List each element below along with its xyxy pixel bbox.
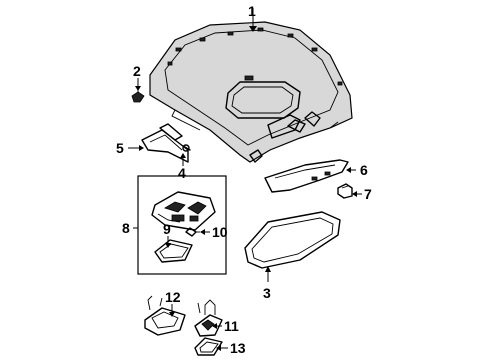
callout-9: 9	[163, 221, 171, 237]
lamp-assembly-box	[137, 175, 227, 275]
vanity-lens-part	[194, 337, 223, 356]
callout-8: 8	[122, 220, 130, 236]
callout-1: 1	[248, 3, 256, 19]
callout-7: 7	[364, 186, 372, 202]
vanity-lamp-housing-part	[144, 295, 186, 336]
visor-holder-part	[337, 183, 353, 199]
sun-visor-part	[264, 159, 349, 193]
bracket-part	[141, 123, 191, 163]
vanity-lamp-part	[194, 299, 223, 337]
callout-6: 6	[360, 162, 368, 178]
callout-2: 2	[133, 63, 141, 79]
bulb-part	[185, 227, 200, 237]
callout-10: 10	[212, 224, 228, 240]
overhead-lamp-part	[151, 191, 216, 231]
lens-part	[154, 239, 193, 263]
callout-13: 13	[230, 340, 246, 356]
callout-11: 11	[224, 318, 239, 334]
callout-3: 3	[263, 285, 271, 301]
leader-lines	[128, 8, 362, 351]
callout-5: 5	[116, 140, 124, 156]
headliner-part	[149, 21, 353, 163]
callout-4: 4	[178, 165, 186, 181]
weatherstrip-part	[244, 211, 341, 269]
callout-12: 12	[165, 289, 181, 305]
